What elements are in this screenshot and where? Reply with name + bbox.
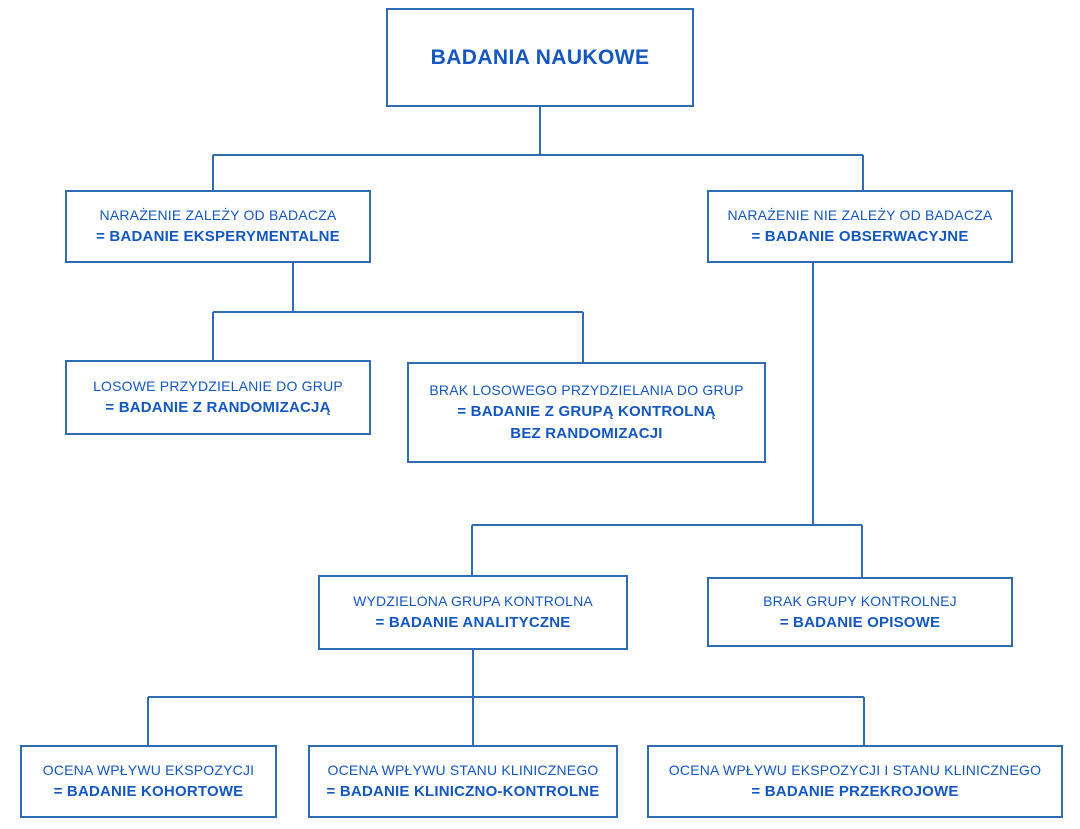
connector-observational-split — [471, 263, 863, 577]
node-condition: OCENA WPŁYWU STANU KLINICZNEGO — [327, 762, 599, 779]
node-result: = BADANIE OPISOWE — [779, 613, 941, 631]
node-badanie-kliniczno-kontrolne: OCENA WPŁYWU STANU KLINICZNEGO = BADANIE… — [308, 745, 618, 818]
node-condition: BRAK LOSOWEGO PRZYDZIELANIA DO GRUP — [429, 382, 744, 399]
node-condition: NARAŻENIE NIE ZALEŻY OD BADACZA — [727, 207, 993, 224]
node-condition: BRAK GRUPY KONTROLNEJ — [763, 592, 957, 609]
node-result: = BADANIE OBSERWACYJNE — [751, 228, 969, 246]
node-badanie-analityczne: WYDZIELONA GRUPA KONTROLNA = BADANIE ANA… — [318, 575, 628, 650]
node-badanie-z-grupa-kontrolna-bez-randomizacji: BRAK LOSOWEGO PRZYDZIELANIA DO GRUP = BA… — [407, 362, 766, 463]
node-title: BADANIA NAUKOWE — [430, 45, 650, 69]
node-result: = BADANIE KLINICZNO-KONTROLNE — [326, 783, 600, 801]
node-result: = BADANIE Z RANDOMIZACJĄ — [105, 399, 331, 417]
node-badanie-przekrojowe: OCENA WPŁYWU EKSPOZYCJI I STANU KLINICZN… — [647, 745, 1063, 818]
node-condition: LOSOWE PRZYDZIELANIE DO GRUP — [93, 378, 343, 395]
node-badanie-eksperymentalne: NARAŻENIE ZALEŻY OD BADACZA = BADANIE EK… — [65, 190, 371, 263]
node-condition: NARAŻENIE ZALEŻY OD BADACZA — [99, 207, 337, 224]
connector-root-split — [212, 107, 864, 190]
node-condition: WYDZIELONA GRUPA KONTROLNA — [353, 593, 593, 610]
node-condition: OCENA WPŁYWU EKSPOZYCJI — [42, 762, 255, 779]
connector-experimental-split — [212, 263, 584, 362]
node-result: = BADANIE Z GRUPĄ KONTROLNĄ BEZ RANDOMIZ… — [457, 403, 716, 442]
connector-analytical-split — [147, 650, 865, 745]
node-result: = BADANIE KOHORTOWE — [53, 783, 244, 801]
node-badanie-kohortowe: OCENA WPŁYWU EKSPOZYCJI = BADANIE KOHORT… — [20, 745, 277, 818]
node-result: = BADANIE EKSPERYMENTALNE — [96, 228, 340, 246]
node-badanie-z-randomizacja: LOSOWE PRZYDZIELANIE DO GRUP = BADANIE Z… — [65, 360, 371, 435]
node-badanie-opisowe: BRAK GRUPY KONTROLNEJ = BADANIE OPISOWE — [707, 577, 1013, 647]
node-badanie-obserwacyjne: NARAŻENIE NIE ZALEŻY OD BADACZA = BADANI… — [707, 190, 1013, 263]
node-condition: OCENA WPŁYWU EKSPOZYCJI I STANU KLINICZN… — [668, 762, 1042, 779]
node-result: = BADANIE ANALITYCZNE — [375, 614, 571, 632]
node-result: = BADANIE PRZEKROJOWE — [751, 783, 959, 801]
node-badania-naukowe: BADANIA NAUKOWE — [386, 8, 694, 107]
